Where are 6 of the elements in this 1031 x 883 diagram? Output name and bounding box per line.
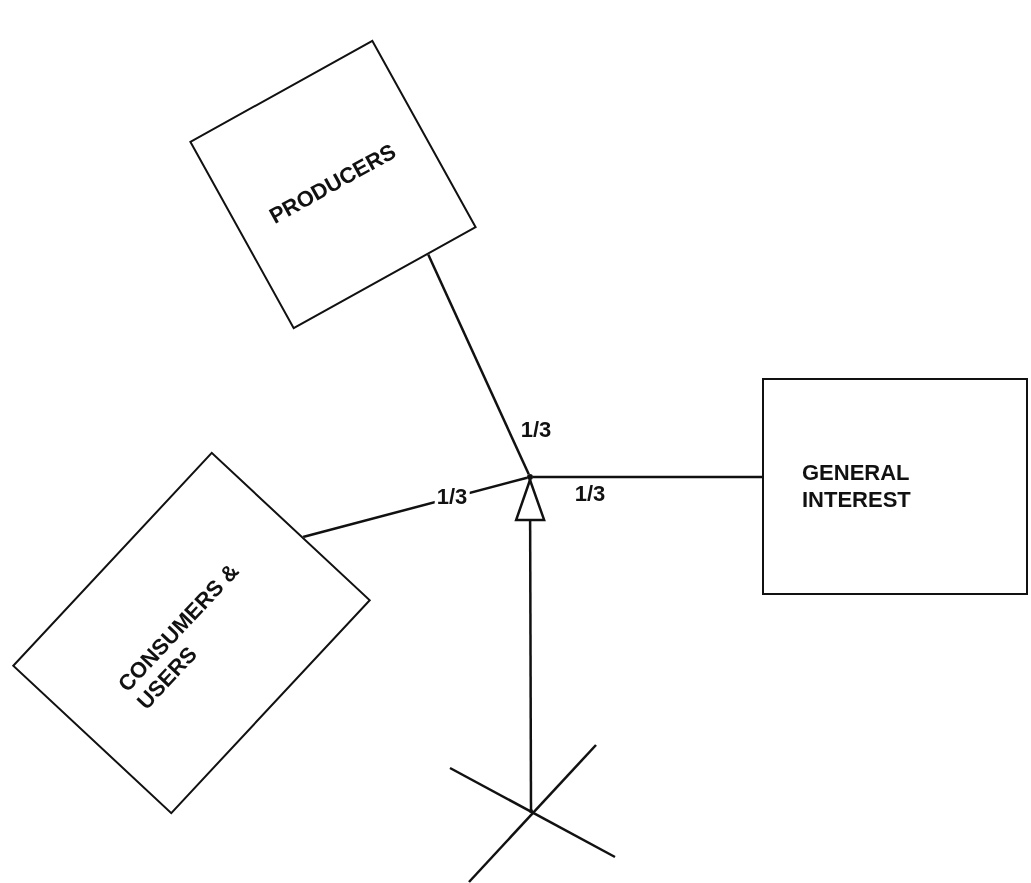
connector-line	[533, 475, 762, 479]
box-label: GENERAL INTEREST	[802, 460, 912, 513]
junction-point	[527, 474, 533, 480]
text-box	[762, 378, 1028, 595]
connector-line	[426, 253, 530, 475]
arrow	[514, 478, 546, 811]
